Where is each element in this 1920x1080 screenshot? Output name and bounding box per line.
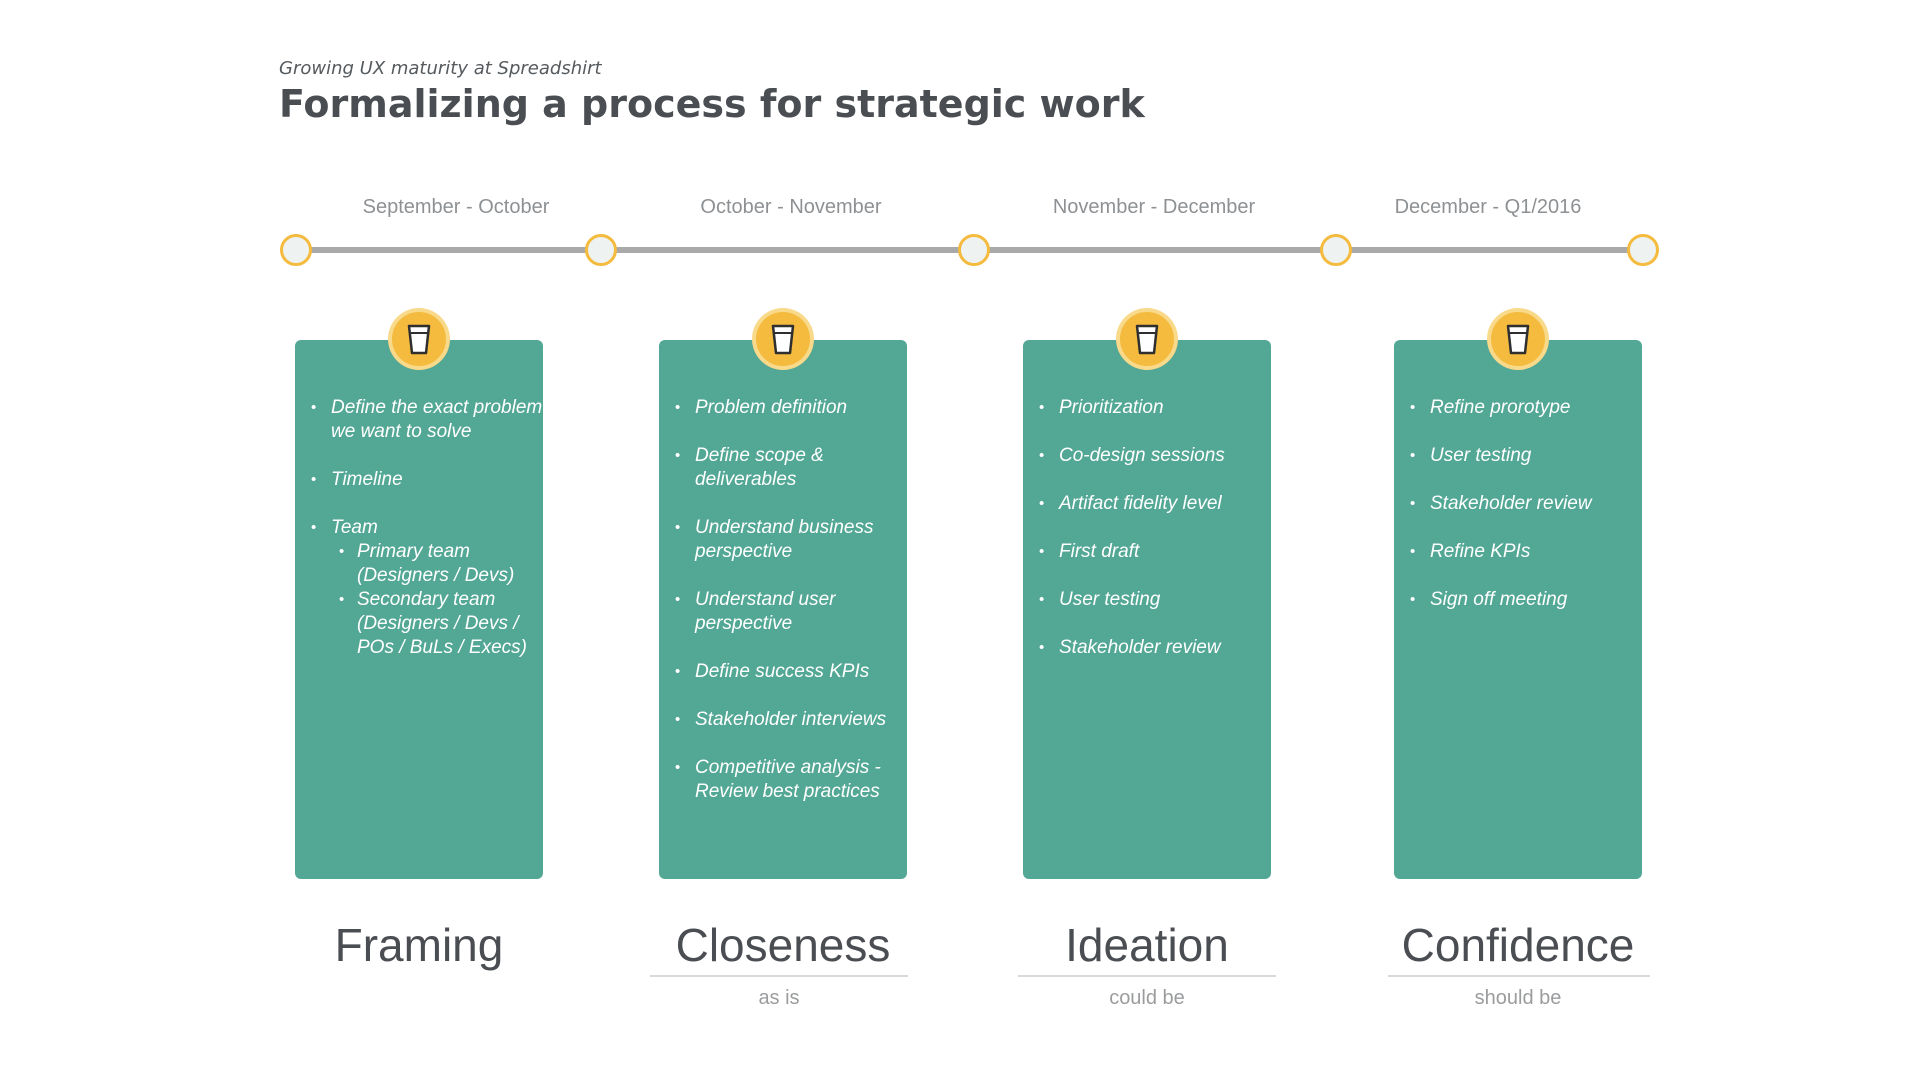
list-item: User testing bbox=[1039, 588, 1269, 612]
cup-icon bbox=[1491, 312, 1545, 366]
list-item: Sign off meeting bbox=[1410, 588, 1640, 612]
list-item: Stakeholder review bbox=[1039, 636, 1269, 660]
list-item: Define success KPIs bbox=[675, 660, 915, 684]
sub-list-item: Secondary team (Designers / Devs / POs /… bbox=[331, 588, 551, 660]
timeline-node bbox=[280, 234, 312, 266]
sub-list-item: Primary team (Designers / Devs) bbox=[331, 540, 551, 588]
timeline-node bbox=[1627, 234, 1659, 266]
list-item: Prioritization bbox=[1039, 396, 1269, 420]
cup-icon bbox=[1120, 312, 1174, 366]
phase-divider bbox=[1018, 975, 1276, 977]
phase-note-ideation: could be bbox=[1109, 987, 1185, 1009]
timeline-node bbox=[585, 234, 617, 266]
sub-list: Primary team (Designers / Devs) Secondar… bbox=[331, 540, 551, 660]
phase-note-confidence: should be bbox=[1474, 987, 1562, 1009]
page-subtitle: Growing UX maturity at Spreadshirt bbox=[279, 58, 602, 79]
cup-icon bbox=[392, 312, 446, 366]
list-item: Stakeholder review bbox=[1410, 492, 1640, 516]
list-item: Competitive analysis - Review best pract… bbox=[675, 756, 915, 804]
phase-divider bbox=[1388, 975, 1650, 977]
cup-icon bbox=[756, 312, 810, 366]
timeline-node bbox=[1320, 234, 1352, 266]
list-item: Refine prorotype bbox=[1410, 396, 1640, 420]
list-item: Co-design sessions bbox=[1039, 444, 1269, 468]
list-item: Stakeholder interviews bbox=[675, 708, 915, 732]
phase-items-ideation: Prioritization Co-design sessions Artifa… bbox=[1039, 396, 1269, 684]
phase-divider bbox=[650, 975, 908, 977]
list-item: Understand user perspective bbox=[675, 588, 915, 636]
list-item: Team Primary team (Designers / Devs) Sec… bbox=[311, 516, 551, 660]
list-item: Timeline bbox=[311, 468, 551, 492]
phase-items-closeness: Problem definition Define scope & delive… bbox=[675, 396, 915, 828]
timeline-period-2: October - November bbox=[700, 196, 882, 218]
list-item: First draft bbox=[1039, 540, 1269, 564]
phase-label-confidence: Confidence bbox=[1401, 919, 1635, 971]
list-item: Define the exact problem we want to solv… bbox=[311, 396, 551, 444]
list-item: Problem definition bbox=[675, 396, 915, 420]
phase-items-confidence: Refine prorotype User testing Stakeholde… bbox=[1410, 396, 1640, 636]
list-item: Artifact fidelity level bbox=[1039, 492, 1269, 516]
timeline-period-4: December - Q1/2016 bbox=[1394, 196, 1582, 218]
phase-label-closeness: Closeness bbox=[675, 919, 891, 971]
phase-label-framing: Framing bbox=[334, 919, 504, 971]
timeline-period-1: September - October bbox=[362, 196, 550, 218]
list-item: Understand business perspective bbox=[675, 516, 915, 564]
page-title: Formalizing a process for strategic work bbox=[279, 82, 1145, 126]
timeline-period-3: November - December bbox=[1052, 196, 1256, 218]
phase-items-framing: Define the exact problem we want to solv… bbox=[311, 396, 551, 684]
list-item: Refine KPIs bbox=[1410, 540, 1640, 564]
phase-label-ideation: Ideation bbox=[1065, 919, 1229, 971]
list-item: Define scope & deliverables bbox=[675, 444, 915, 492]
timeline-node bbox=[958, 234, 990, 266]
phase-note-closeness: as is bbox=[758, 987, 800, 1009]
list-item: User testing bbox=[1410, 444, 1640, 468]
